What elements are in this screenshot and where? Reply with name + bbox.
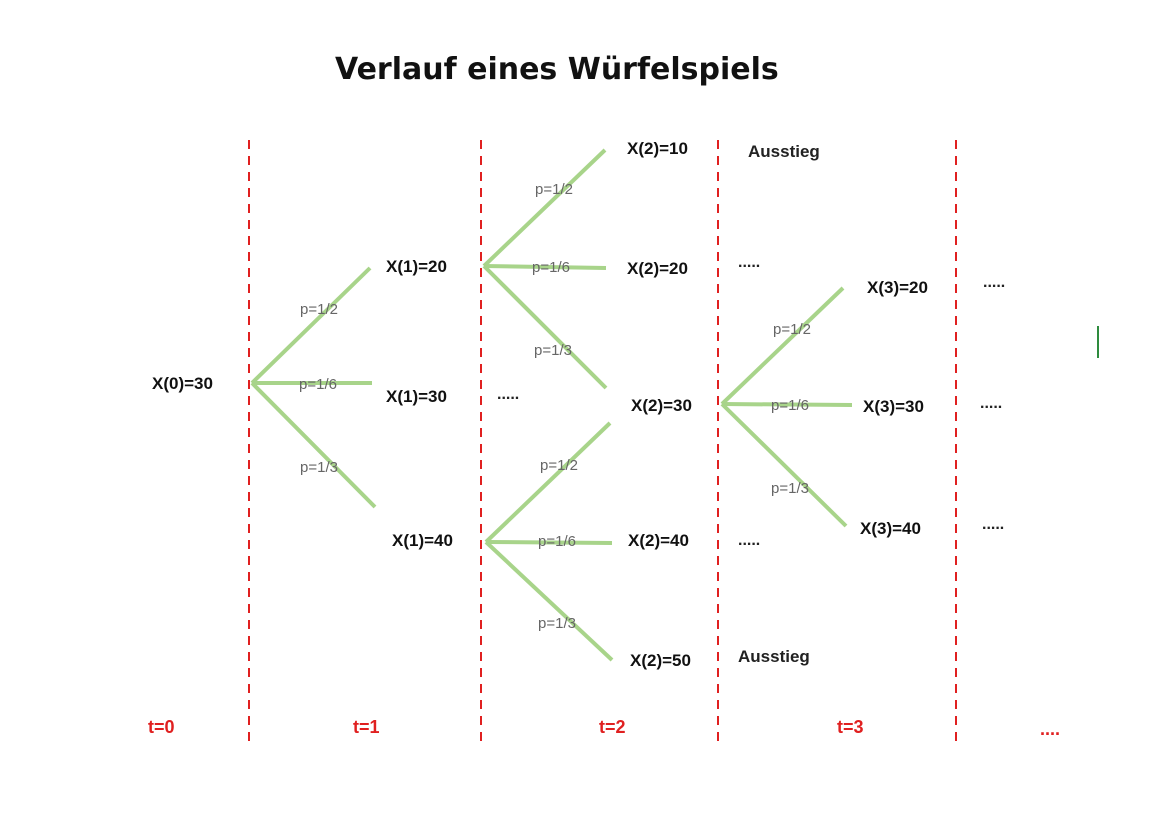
node-x3-20: X(3)=20 [867, 278, 928, 297]
branch-x2-30-mid [721, 402, 853, 407]
node-x2-50: X(2)=50 [630, 651, 691, 670]
node-x2-10: X(2)=10 [627, 139, 688, 158]
branch-x1-20-mid [483, 264, 607, 270]
time-label-t1: t=1 [353, 717, 380, 737]
node-x2-40: X(2)=40 [628, 531, 689, 550]
time-label-t3: t=3 [837, 717, 864, 737]
dots-t1-mid: ..... [497, 386, 520, 403]
branch-x0-down [250, 381, 377, 509]
note-exit-bottom: Ausstieg [738, 647, 810, 666]
dots-t3-mid: ..... [980, 395, 1003, 412]
branch-x1-40-mid [485, 540, 613, 545]
branch-x0-up [250, 266, 372, 385]
dots-t3-bottom: ..... [982, 516, 1005, 533]
node-x3-40: X(3)=40 [860, 519, 921, 538]
time-label-more: .... [1040, 719, 1061, 739]
note-exit-top: Ausstieg [748, 142, 820, 161]
prob-x1-20-mid: p=1/6 [532, 259, 570, 276]
time-label-t0: t=0 [148, 717, 175, 737]
prob-x0-mid: p=1/6 [299, 376, 337, 393]
prob-x1-40-down: p=1/3 [538, 615, 576, 632]
node-x1-20: X(1)=20 [386, 257, 447, 276]
text-cursor [1097, 326, 1099, 358]
node-x2-30: X(2)=30 [631, 396, 692, 415]
node-x0-30: X(0)=30 [152, 374, 213, 393]
branch-x1-40-down [484, 540, 614, 662]
prob-x2-30-mid: p=1/6 [771, 397, 809, 414]
prob-x0-up: p=1/2 [300, 301, 338, 318]
prob-x1-40-mid: p=1/6 [538, 533, 576, 550]
node-x1-40: X(1)=40 [392, 531, 453, 550]
prob-x1-20-up: p=1/2 [535, 181, 573, 198]
prob-x2-30-up: p=1/2 [773, 321, 811, 338]
branch-x1-20-up [482, 148, 607, 268]
prob-x1-40-up: p=1/2 [540, 457, 578, 474]
node-x2-20: X(2)=20 [627, 259, 688, 278]
diagram-title: Verlauf eines Würfelspiels [335, 52, 779, 87]
prob-x1-20-down: p=1/3 [534, 342, 572, 359]
branch-x2-30-down [720, 402, 848, 528]
prob-x0-down: p=1/3 [300, 459, 338, 476]
prob-x2-30-down: p=1/3 [771, 480, 809, 497]
dots-t2-lower: ..... [738, 532, 761, 549]
branch-x2-30-up [720, 286, 845, 406]
dots-t3-top: ..... [983, 274, 1006, 291]
branch-x1-40-up [484, 421, 612, 544]
time-label-t2: t=2 [599, 717, 626, 737]
node-x1-30: X(1)=30 [386, 387, 447, 406]
dots-t2-upper: ..... [738, 254, 761, 271]
branch-x1-20-down [482, 264, 608, 390]
node-x3-30: X(3)=30 [863, 397, 924, 416]
